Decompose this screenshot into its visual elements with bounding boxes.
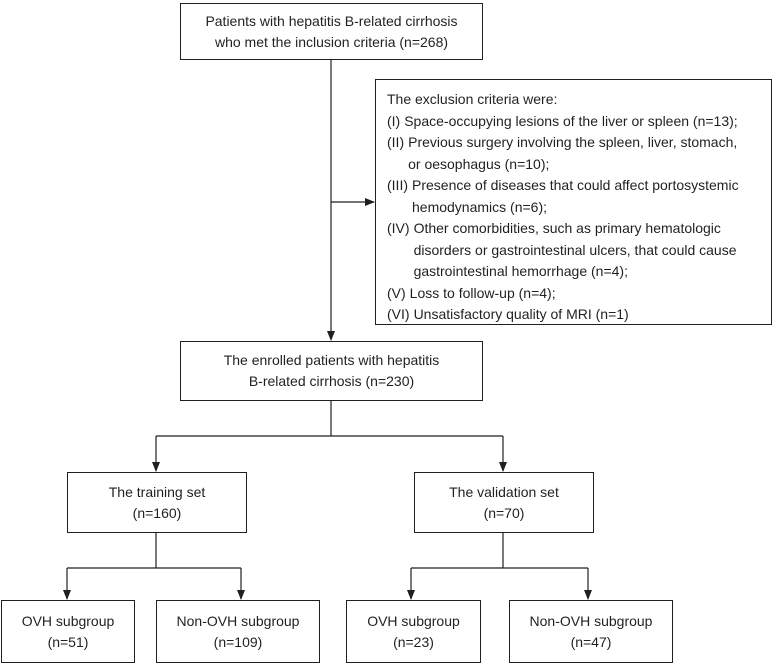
validation-set-title: The validation set (449, 483, 559, 500)
inclusion-line-1: Patients with hepatitis B-related cirrho… (205, 12, 458, 29)
exclusion-item-text: Unsatisfactory quality of MRI (n=1) (413, 306, 629, 322)
subgroup-count: (n=47) (570, 633, 612, 650)
exclusion-item-text: disorders or gastrointestinal ulcers, th… (413, 241, 737, 258)
inclusion-line-2: who met the inclusion criteria (n=268) (214, 33, 449, 50)
enrolled-line-1: The enrolled patients with hepatitis (223, 352, 440, 368)
validation-ovh-subgroup-box: OVH subgroup (n=23) (346, 600, 481, 663)
enrolled-box: The enrolled patients with hepatitis B-r… (180, 341, 483, 401)
exclusion-item-number: (III) (387, 177, 408, 193)
exclusion-item: (I) Space-occupying lesions of the liver… (387, 111, 765, 133)
exclusion-item-number: (IV) (387, 220, 410, 236)
exclusion-item-number: (I) (387, 112, 401, 129)
exclusion-item-text: Loss to follow-up (n=4); (409, 284, 556, 301)
training-set-title: The training set (108, 483, 206, 500)
subgroup-count: (n=23) (393, 633, 434, 650)
subgroup-title: Non-OVH subgroup (529, 612, 653, 629)
training-set-box: The training set (n=160) (67, 472, 247, 533)
exclusion-item-text: gastrointestinal hemorrhage (n=4); (413, 263, 628, 279)
exclusion-criteria-box: The exclusion criteria were: (I) Space-o… (375, 79, 772, 325)
validation-set-count: (n=70) (483, 504, 525, 521)
exclusion-item-text: Other comorbidities, such as primary hem… (413, 220, 721, 236)
inclusion-box: Patients with hepatitis B-related cirrho… (180, 3, 483, 60)
exclusion-item-number: (V) (387, 284, 406, 301)
training-ovh-subgroup-box: OVH subgroup (n=51) (1, 600, 135, 663)
subgroup-title: OVH subgroup (367, 612, 460, 629)
exclusion-item: (II) Previous surgery involving the sple… (387, 132, 765, 175)
exclusion-item-text: or oesophagus (n=10); (408, 155, 550, 172)
training-set-count: (n=160) (132, 504, 182, 521)
subgroup-count: (n=51) (47, 633, 89, 650)
exclusion-item: (IV) Other comorbidities, such as primar… (387, 218, 765, 283)
exclusion-item-text: Presence of diseases that could affect p… (412, 177, 739, 193)
subgroup-title: OVH subgroup (21, 612, 115, 629)
exclusion-item: (VI) Unsatisfactory quality of MRI (n=1) (387, 304, 765, 326)
enrolled-line-2: B-related cirrhosis (n=230) (248, 373, 415, 389)
subgroup-title: Non-OVH subgroup (176, 612, 300, 629)
exclusion-item-number: (II) (387, 134, 405, 150)
validation-set-box: The validation set (n=70) (414, 472, 594, 533)
validation-non-ovh-subgroup-box: Non-OVH subgroup (n=47) (509, 600, 673, 663)
exclusion-item-number: (VI) (387, 306, 410, 322)
training-non-ovh-subgroup-box: Non-OVH subgroup (n=109) (156, 600, 320, 663)
exclusion-item-text: Space-occupying lesions of the liver or … (404, 112, 738, 129)
subgroup-count: (n=109) (213, 633, 263, 650)
exclusion-item: (V) Loss to follow-up (n=4); (387, 283, 765, 305)
exclusion-item-text: hemodynamics (n=6); (412, 198, 548, 215)
exclusion-item-text: Previous surgery involving the spleen, l… (408, 134, 738, 150)
exclusion-heading: The exclusion criteria were: (387, 91, 558, 107)
exclusion-item: (III) Presence of diseases that could af… (387, 175, 765, 218)
